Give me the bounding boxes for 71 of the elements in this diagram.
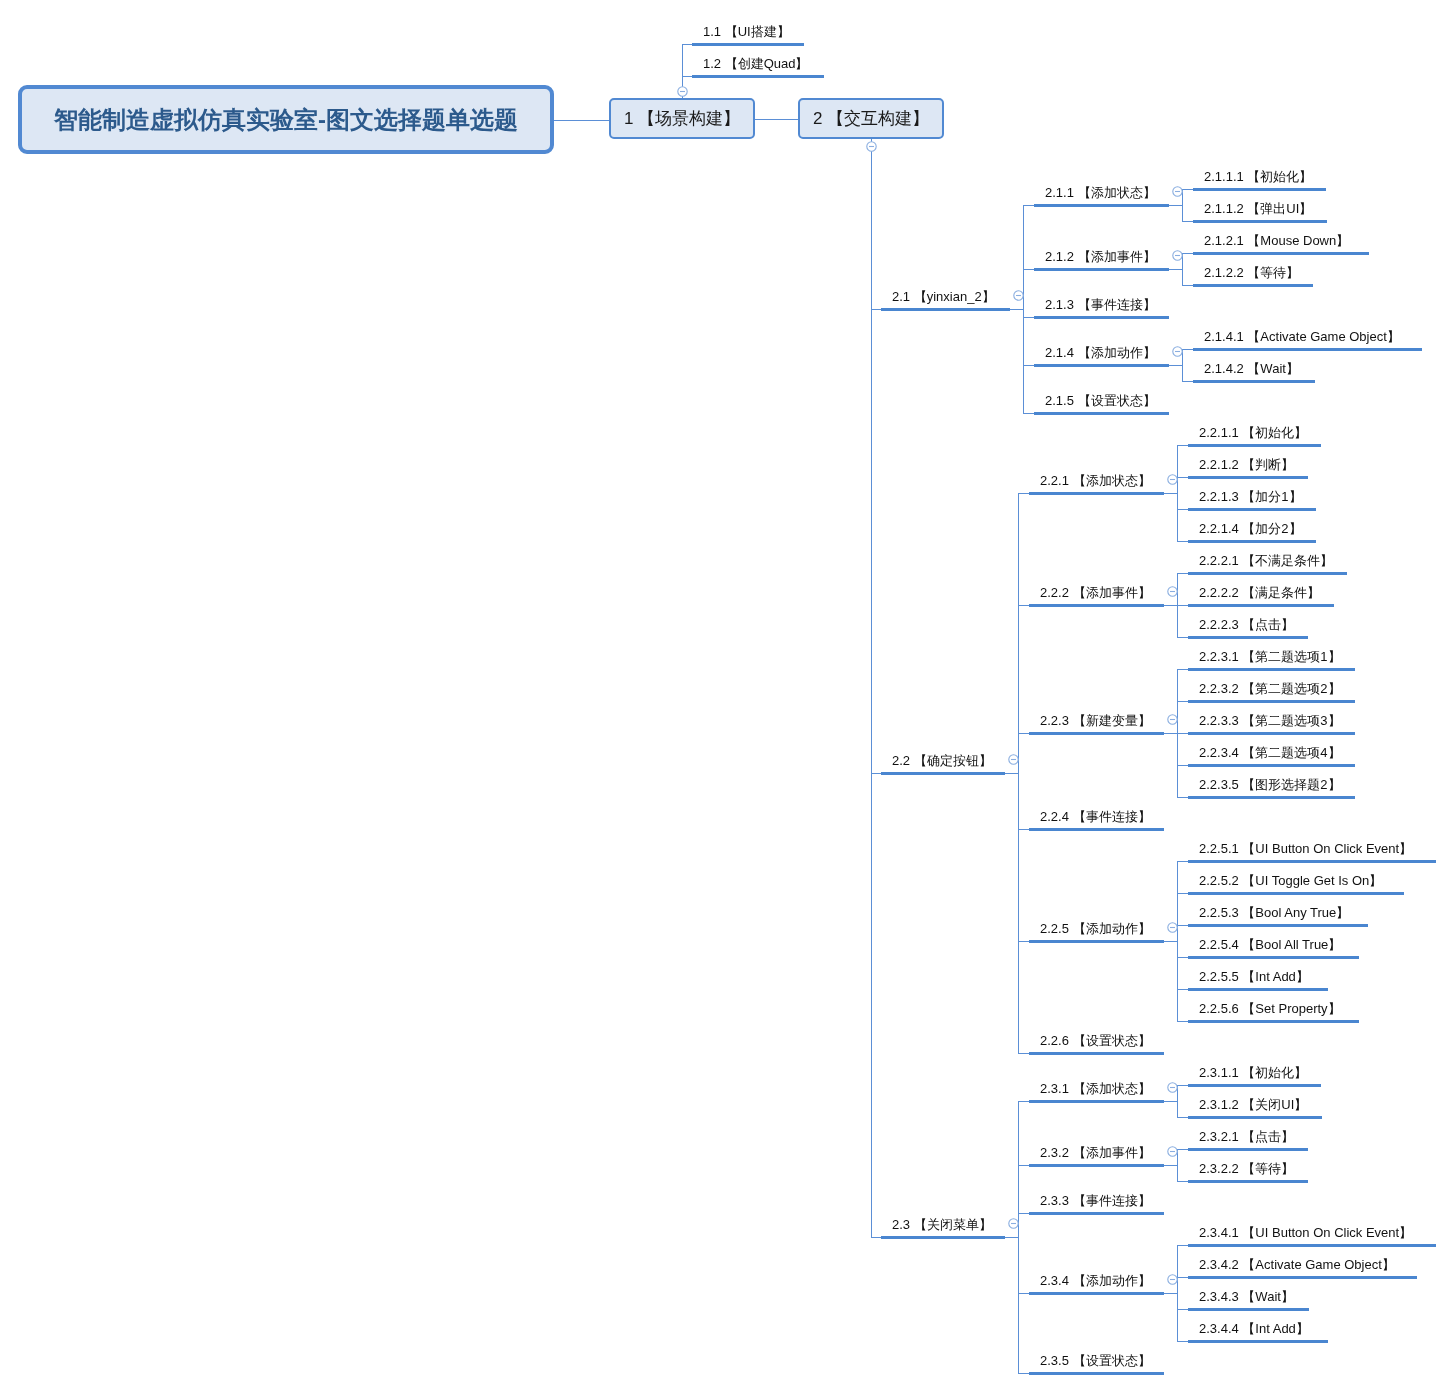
topic-label: 2.2.1.4 【加分2】 bbox=[1188, 518, 1316, 543]
topic-label: 2.1.4.1 【Activate Game Object】 bbox=[1193, 326, 1422, 351]
topic-label: 2.3.4 【添加动作】 bbox=[1029, 1270, 1164, 1295]
topic-label: 2.3.3 【事件连接】 bbox=[1029, 1190, 1164, 1215]
connector-line bbox=[1168, 365, 1194, 382]
topic-label: 2.3.4.3 【Wait】 bbox=[1188, 1286, 1309, 1311]
connector-line bbox=[553, 119, 610, 121]
topic-label: 2.1.3 【事件连接】 bbox=[1034, 294, 1169, 319]
connector-line bbox=[1004, 773, 1030, 1054]
topic-label: 2.2.5.6 【Set Property】 bbox=[1188, 998, 1359, 1023]
topic-label: 2.2.6 【设置状态】 bbox=[1029, 1030, 1164, 1055]
topic-box: 1 【场景构建】 bbox=[609, 98, 755, 139]
topic-label: 2.1.1 【添加状态】 bbox=[1034, 182, 1169, 207]
connector-line bbox=[1009, 309, 1035, 414]
topic-label: 2.1.1.2 【弹出UI】 bbox=[1193, 198, 1327, 223]
topic-label: 2.2.3.2 【第二题选项2】 bbox=[1188, 678, 1355, 703]
topic-label: 2.2.1.3 【加分1】 bbox=[1188, 486, 1316, 511]
topic-label: 2.2.1 【添加状态】 bbox=[1029, 470, 1164, 495]
connector-line bbox=[1163, 1293, 1189, 1342]
topic-label: 2.2.2 【添加事件】 bbox=[1029, 582, 1164, 607]
topic-label: 2.2.3.3 【第二题选项3】 bbox=[1188, 710, 1355, 735]
topic-label: 2.1.2 【添加事件】 bbox=[1034, 246, 1169, 271]
topic-label: 1.1 【UI搭建】 bbox=[692, 21, 804, 46]
connector-line bbox=[1163, 1165, 1189, 1182]
topic-label: 2.2 【确定按钮】 bbox=[881, 750, 1005, 775]
connector-line bbox=[1168, 269, 1194, 286]
topic-label: 2.3 【关闭菜单】 bbox=[881, 1214, 1005, 1239]
topic-label: 2.2.5.4 【Bool All True】 bbox=[1188, 934, 1359, 959]
topic-label: 1.2 【创建Quad】 bbox=[692, 53, 824, 78]
topic-label: 2.1.2.1 【Mouse Down】 bbox=[1193, 230, 1369, 255]
topic-box: 2 【交互构建】 bbox=[798, 98, 944, 139]
connector-line bbox=[1168, 205, 1194, 222]
topic-label: 2.2.3 【新建变量】 bbox=[1029, 710, 1164, 735]
topic-label: 2.2.3.1 【第二题选项1】 bbox=[1188, 646, 1355, 671]
topic-label: 2.3.4.4 【Int Add】 bbox=[1188, 1318, 1328, 1343]
connector-line bbox=[1163, 733, 1189, 798]
connector-line bbox=[1163, 605, 1189, 638]
topic-label: 2.1 【yinxian_2】 bbox=[881, 286, 1010, 311]
topic-label: 2.2.5.3 【Bool Any True】 bbox=[1188, 902, 1368, 927]
topic-label: 2.2.2.2 【满足条件】 bbox=[1188, 582, 1334, 607]
topic-label: 2.2.1.1 【初始化】 bbox=[1188, 422, 1321, 447]
connector-line bbox=[1163, 493, 1189, 542]
topic-label: 2.2.4 【事件连接】 bbox=[1029, 806, 1164, 831]
connector-line bbox=[1163, 1101, 1189, 1118]
connector-line bbox=[754, 118, 799, 120]
topic-label: 2.1.5 【设置状态】 bbox=[1034, 390, 1169, 415]
topic-label: 2.3.4.2 【Activate Game Object】 bbox=[1188, 1254, 1417, 1279]
topic-label: 2.1.4.2 【Wait】 bbox=[1193, 358, 1315, 383]
topic-label: 2.3.2 【添加事件】 bbox=[1029, 1142, 1164, 1167]
connector-line bbox=[1163, 941, 1189, 1022]
topic-label: 2.3.5 【设置状态】 bbox=[1029, 1350, 1164, 1375]
topic-label: 2.2.5.2 【UI Toggle Get Is On】 bbox=[1188, 870, 1404, 895]
topic-label: 2.1.2.2 【等待】 bbox=[1193, 262, 1313, 287]
topic-label: 2.2.5.1 【UI Button On Click Event】 bbox=[1188, 838, 1436, 863]
topic-label: 2.3.1.1 【初始化】 bbox=[1188, 1062, 1321, 1087]
topic-label: 2.2.3.4 【第二题选项4】 bbox=[1188, 742, 1355, 767]
topic-label: 2.2.5 【添加动作】 bbox=[1029, 918, 1164, 943]
topic-label: 2.2.2.1 【不满足条件】 bbox=[1188, 550, 1347, 575]
topic-label: 2.3.2.1 【点击】 bbox=[1188, 1126, 1308, 1151]
topic-label: 2.3.1 【添加状态】 bbox=[1029, 1078, 1164, 1103]
topic-label: 2.3.2.2 【等待】 bbox=[1188, 1158, 1308, 1183]
topic-label: 2.1.4 【添加动作】 bbox=[1034, 342, 1169, 367]
topic-label: 2.3.4.1 【UI Button On Click Event】 bbox=[1188, 1222, 1436, 1247]
topic-label: 2.2.5.5 【Int Add】 bbox=[1188, 966, 1328, 991]
connector-line bbox=[1004, 1237, 1030, 1374]
topic-label: 2.1.1.1 【初始化】 bbox=[1193, 166, 1326, 191]
topic-label: 2.2.2.3 【点击】 bbox=[1188, 614, 1308, 639]
topic-label: 2.2.1.2 【判断】 bbox=[1188, 454, 1308, 479]
topic-label: 2.3.1.2 【关闭UI】 bbox=[1188, 1094, 1322, 1119]
central-topic-box: 智能制造虚拟仿真实验室-图文选择题单选题 bbox=[18, 85, 554, 154]
topic-label: 2.2.3.5 【图形选择题2】 bbox=[1188, 774, 1355, 799]
